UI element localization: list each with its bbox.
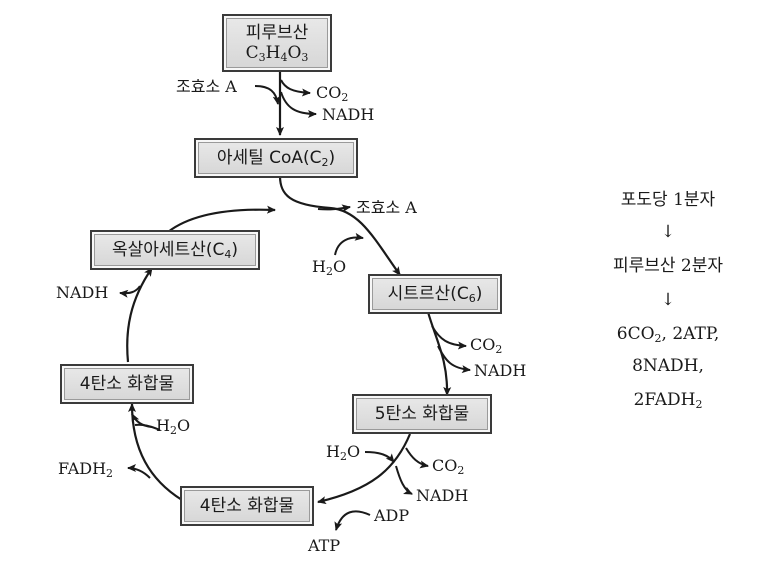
pyruvate-box: 피루브산 C3H4O3 [222,14,332,72]
summary-line-4: 8NADH, [632,356,704,376]
five-carbon-box: 5탄소 화합물 [352,394,492,434]
summary-line-1: 포도당 1분자 [620,190,716,210]
pyruvate-name: 피루브산 [245,23,309,43]
coa-out-label: 조효소 A [356,198,417,217]
five-c-to-four-c [317,433,412,505]
h2o-label-2: H2O [326,442,361,463]
five-carbon-label: 5탄소 화합물 [374,404,470,424]
co2-out-arrow-1 [280,79,311,97]
h2o-in-arrow-2 [364,451,395,463]
adp-atp-arrow [334,510,371,531]
fadh2-out-arrow [127,464,151,479]
nadh-out-arrow-2 [437,345,471,374]
summary-line-5: 2FADH2 [633,390,703,411]
four-carbon-left-box: 4탄소 화합물 [60,364,194,404]
citrate-box: 시트르산(C6) [368,274,502,314]
summary-arrow-2: ↓ [660,290,676,310]
summary-line-3: 6CO2, 2ATP, [616,324,720,345]
nadh-out-arrow-4 [119,285,141,298]
four-carbon-bottom-label: 4탄소 화합물 [199,496,295,516]
h2o-label-3: H2O [156,416,191,437]
nadh-out-arrow-1 [280,91,317,118]
coa-out-arrow [317,204,351,213]
summary-arrow-1: ↓ [660,222,676,242]
h2o-label-1: H2O [312,257,347,278]
four-carbon-left-label: 4탄소 화합물 [79,374,175,394]
co2-label-3: CO2 [432,456,465,477]
oxaloacetate-to-top [167,205,276,233]
acetyl-into-cycle [278,175,401,276]
nadh-out-arrow-3 [395,465,413,495]
co2-out-arrow-2 [431,325,467,350]
summary-line-2: 피루브산 2분자 [612,256,724,276]
h2o-in-arrow-3-path [131,413,153,428]
acetyl-coa-box: 아세틸 CoA(C2) [194,138,358,178]
co2-label-2: CO2 [470,335,503,356]
citrate-label: 시트르산(C6) [387,284,483,305]
four-c-to-oxaloacetate [126,267,153,363]
adp-label: ADP [374,506,410,525]
coa-in-label: 조효소 A [176,77,237,96]
nadh-label-1: NADH [322,105,375,124]
co2-label-1: CO2 [316,83,349,104]
nadh-label-4: NADH [56,283,109,302]
atp-label: ATP [308,536,341,555]
co2-out-arrow-3 [405,447,429,469]
four-carbon-bottom-box: 4탄소 화합물 [180,486,314,526]
h2o-in-arrow-1 [334,232,364,256]
oxaloacetate-label: 옥살아세트산(C4) [112,240,238,261]
coa-in-arrow [254,85,281,105]
pyruvate-formula: C3H4O3 [245,43,309,64]
oxaloacetate-box: 옥살아세트산(C4) [90,230,260,270]
fadh2-label: FADH2 [58,459,114,480]
nadh-label-2: NADH [474,361,527,380]
acetyl-coa-label: 아세틸 CoA(C2) [216,148,336,169]
nadh-label-3: NADH [416,486,469,505]
